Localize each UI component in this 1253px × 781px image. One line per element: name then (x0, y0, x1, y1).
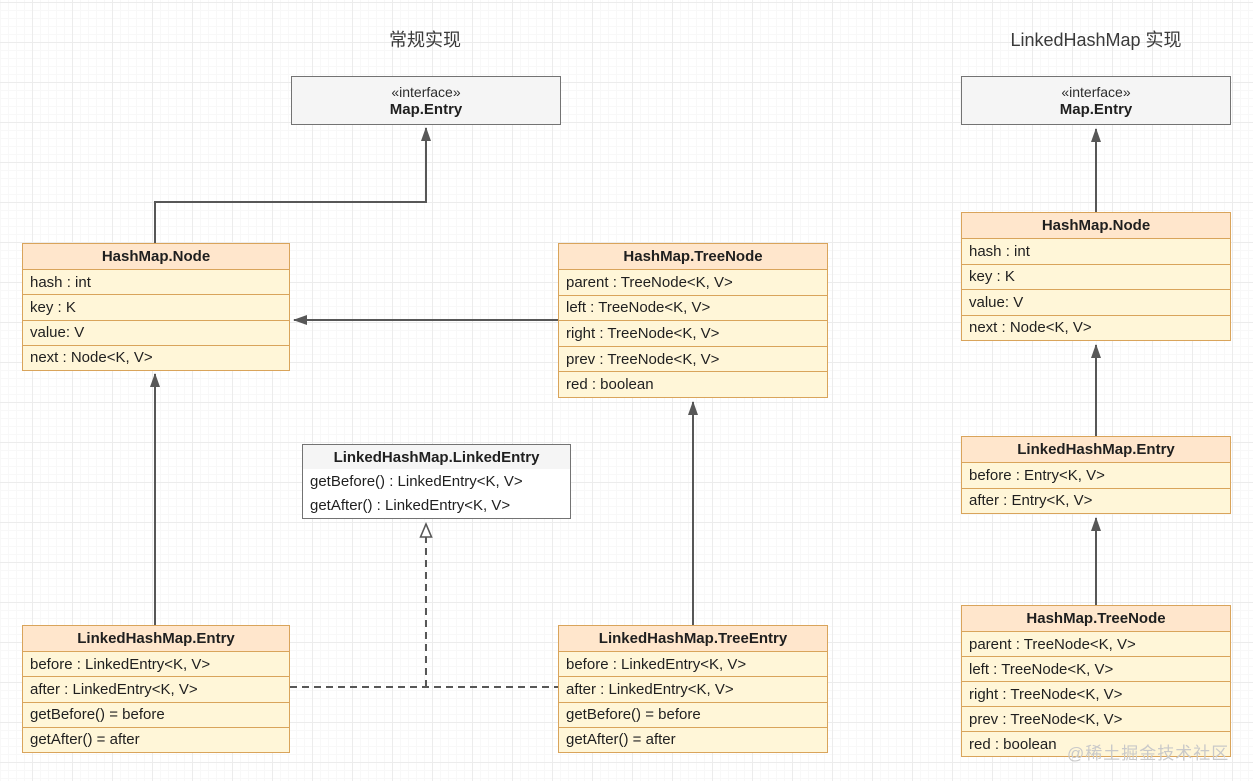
class-member: after : LinkedEntry<K, V> (559, 676, 827, 701)
class-title: Map.Entry (1059, 100, 1133, 118)
stereotype-label: «interface» (391, 83, 461, 100)
class-title: LinkedHashMap.LinkedEntry (303, 445, 570, 469)
class-member: before : Entry<K, V> (962, 462, 1230, 488)
class-member: getBefore() = before (559, 701, 827, 727)
class-member: getBefore() : LinkedEntry<K, V> (310, 472, 523, 490)
edge-left-node-to-mapentry (154, 127, 431, 243)
class-member: left : TreeNode<K, V> (962, 656, 1230, 681)
class-member: after : Entry<K, V> (962, 487, 1230, 514)
class-hashmap-node-right: HashMap.Node hash : int key : K value: V… (961, 212, 1231, 341)
class-linkedhashmap-treeentry: LinkedHashMap.TreeEntry before : LinkedE… (558, 625, 828, 753)
class-title: LinkedHashMap.Entry (23, 626, 289, 651)
watermark-juejin: @稀土掘金技术社区 (1067, 744, 1230, 763)
class-member: before : LinkedEntry<K, V> (23, 651, 289, 676)
class-title: Map.Entry (389, 100, 463, 118)
class-member: key : K (23, 294, 289, 319)
class-hashmap-treenode-left: HashMap.TreeNode parent : TreeNode<K, V>… (558, 243, 828, 398)
class-hashmap-treenode-right: HashMap.TreeNode parent : TreeNode<K, V>… (961, 605, 1231, 757)
class-member: getAfter() : LinkedEntry<K, V> (310, 497, 511, 515)
class-hashmap-node-left: HashMap.Node hash : int key : K value: V… (22, 243, 290, 371)
class-member: parent : TreeNode<K, V> (962, 631, 1230, 656)
class-linkedhashmap-linkedentry: LinkedHashMap.LinkedEntry getBefore() : … (302, 444, 571, 519)
class-member: right : TreeNode<K, V> (962, 681, 1230, 706)
class-member: parent : TreeNode<K, V> (559, 269, 827, 295)
class-title: HashMap.Node (23, 244, 289, 269)
class-title: LinkedHashMap.TreeEntry (559, 626, 827, 651)
class-member: prev : TreeNode<K, V> (559, 345, 827, 372)
class-map-entry-interface-right: «interface» Map.Entry (961, 76, 1231, 125)
stereotype-label: «interface» (1061, 83, 1131, 100)
class-member: key : K (962, 263, 1230, 290)
class-linkedhashmap-entry-right: LinkedHashMap.Entry before : Entry<K, V>… (961, 436, 1231, 514)
class-member: next : Node<K, V> (962, 314, 1230, 341)
class-member: value: V (23, 319, 289, 345)
class-title: HashMap.TreeNode (559, 244, 827, 269)
class-title: LinkedHashMap.Entry (962, 437, 1230, 462)
class-member: hash : int (23, 269, 289, 294)
class-member: next : Node<K, V> (23, 344, 289, 370)
class-map-entry-interface-left: «interface» Map.Entry (291, 76, 561, 125)
class-member: left : TreeNode<K, V> (559, 294, 827, 321)
class-title: HashMap.TreeNode (962, 606, 1230, 631)
class-member: right : TreeNode<K, V> (559, 320, 827, 346)
left-column-title: 常规实现 (389, 30, 461, 50)
class-member: after : LinkedEntry<K, V> (23, 676, 289, 701)
class-member: getAfter() = after (559, 726, 827, 752)
class-member: red : boolean (559, 371, 827, 397)
class-title: HashMap.Node (962, 213, 1230, 238)
right-column-title: LinkedHashMap 实现 (1010, 30, 1182, 50)
class-member: prev : TreeNode<K, V> (962, 706, 1230, 731)
class-member: value: V (962, 289, 1230, 315)
class-linkedhashmap-entry-left: LinkedHashMap.Entry before : LinkedEntry… (22, 625, 290, 753)
class-member: getAfter() = after (23, 726, 289, 752)
class-member: hash : int (962, 238, 1230, 264)
class-member: before : LinkedEntry<K, V> (559, 651, 827, 676)
class-member: getBefore() = before (23, 701, 289, 727)
class-member: red : boolean (962, 731, 1230, 756)
